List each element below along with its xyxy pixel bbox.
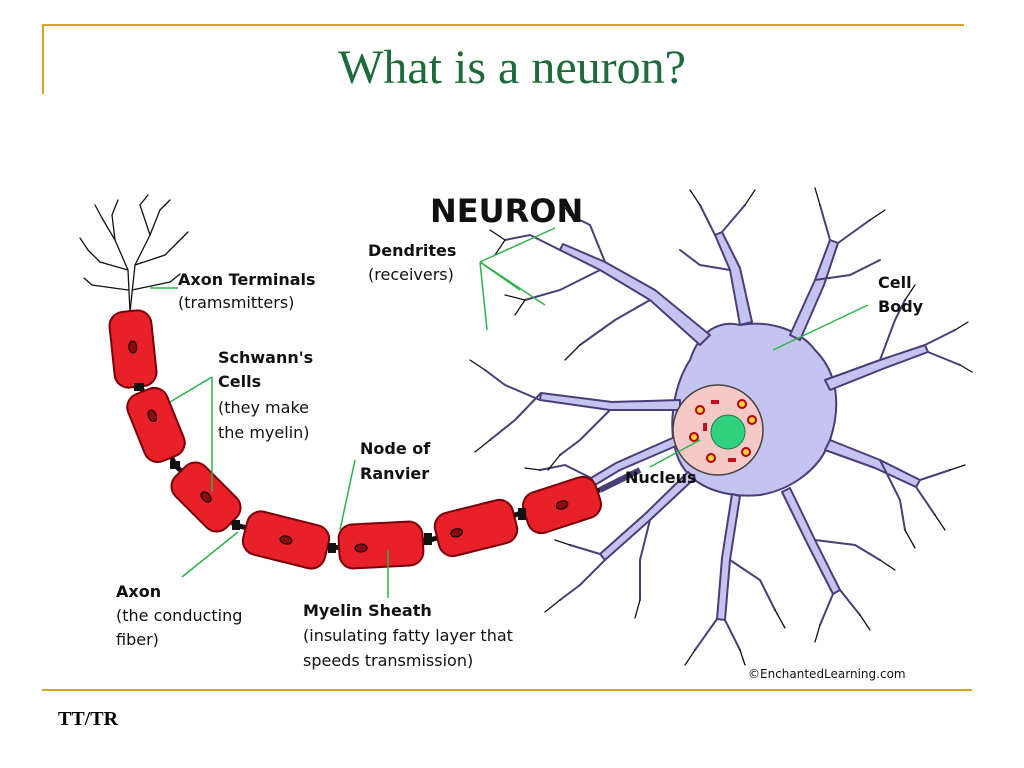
- myelin-sub-1: (insulating fatty layer that: [303, 626, 513, 645]
- footer-text: TT/TR: [58, 708, 119, 730]
- leader-lines: [150, 227, 869, 598]
- myelin-segments: [108, 309, 602, 570]
- axon-title: Axon: [116, 582, 161, 601]
- myelin-title: Myelin Sheath: [303, 601, 432, 620]
- schwann-label-3: (they make: [218, 398, 309, 417]
- nucleus-label: Nucleus: [625, 468, 697, 487]
- left-rule: [42, 24, 44, 94]
- schwann-label-2: Cells: [218, 372, 261, 391]
- axon-terminals-sub: (tramsmitters): [178, 293, 294, 312]
- node-ranvier-label-2: Ranvier: [360, 464, 429, 483]
- cell-body-label-2: Body: [878, 297, 924, 316]
- axon-terminals: [79, 194, 189, 313]
- axon-terminals-title: Axon Terminals: [178, 270, 316, 289]
- dendrites-sub: (receivers): [368, 265, 454, 284]
- schwann-label-1: Schwann's: [218, 348, 313, 367]
- cell-body-label-1: Cell: [878, 273, 912, 292]
- copyright-text: ©EnchantedLearning.com: [748, 667, 906, 681]
- schwann-label-4: the myelin): [218, 423, 310, 442]
- node-ranvier-label-1: Node of: [360, 439, 431, 458]
- bottom-rule: [42, 689, 972, 691]
- top-rule: [42, 24, 964, 26]
- dendrites-title: Dendrites: [368, 241, 456, 260]
- nodes-of-ranvier: [134, 383, 526, 553]
- neuron-heading: NEURON: [430, 192, 583, 230]
- slide-title: What is a neuron?: [338, 41, 686, 94]
- myelin-sub-2: speeds transmission): [303, 651, 473, 670]
- axon-sub-2: fiber): [116, 630, 159, 649]
- nucleus: [672, 384, 764, 476]
- axon-sub-1: (the conducting: [116, 606, 242, 625]
